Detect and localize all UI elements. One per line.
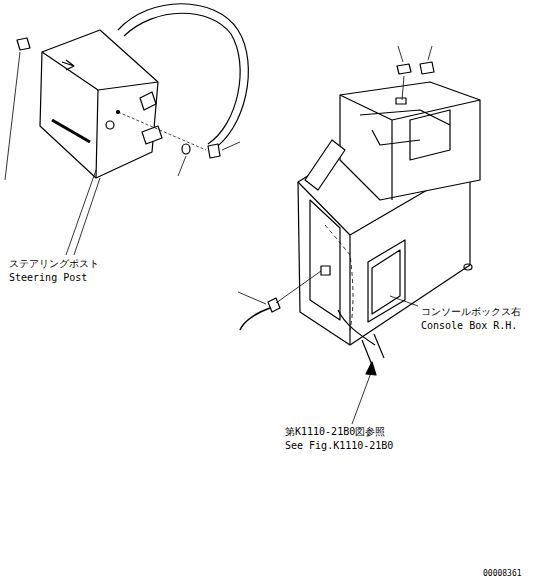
center-line xyxy=(118,112,206,150)
leader-line xyxy=(238,292,266,304)
part-name: Console Box R.H. xyxy=(420,320,518,332)
reference-note: 第K1110-21B0図参照 xyxy=(284,426,386,438)
leader-line xyxy=(390,296,418,306)
console-opening xyxy=(372,250,400,314)
connector xyxy=(268,298,280,312)
cap xyxy=(208,144,220,158)
harness-tube xyxy=(362,334,384,365)
reference-leader xyxy=(352,370,372,424)
console-opening xyxy=(368,240,405,322)
steering-post xyxy=(96,90,98,178)
part-name: ステアリングポスト xyxy=(8,258,100,270)
steering-post xyxy=(42,52,158,90)
reference-note: See Fig.K1110-21B0 xyxy=(284,440,394,452)
foot xyxy=(464,264,472,270)
switch xyxy=(140,92,156,110)
hidden-line xyxy=(325,225,353,330)
assembly-line xyxy=(276,271,321,303)
connector xyxy=(321,266,330,275)
console-top-frame xyxy=(340,95,480,200)
arrowhead xyxy=(366,362,376,375)
cap xyxy=(17,38,30,50)
console-top-frame xyxy=(410,110,450,160)
leader-line xyxy=(5,52,240,255)
bushing xyxy=(142,126,162,144)
pad xyxy=(397,64,411,74)
plug xyxy=(182,144,190,154)
drawing-number: 00008361 xyxy=(482,568,523,580)
pad xyxy=(420,62,434,74)
arrow-mark xyxy=(62,60,74,70)
switch-hole xyxy=(106,121,114,129)
part-name: Steering Post xyxy=(8,272,88,284)
steering-post xyxy=(40,30,158,178)
console-top-frame xyxy=(340,82,480,200)
part-name: コンソールボックス右 xyxy=(420,306,522,318)
console-box xyxy=(338,310,375,345)
console-panel xyxy=(310,200,340,320)
console-top-frame xyxy=(360,110,450,145)
leader-line xyxy=(398,46,432,100)
switch-hole xyxy=(396,98,406,104)
wire-harness xyxy=(240,308,270,330)
steering-post xyxy=(52,120,90,142)
bracket xyxy=(305,140,345,190)
